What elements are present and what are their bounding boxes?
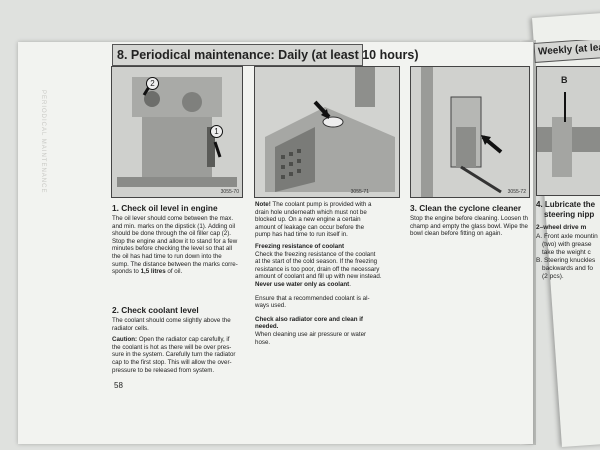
text-run: of oil. — [165, 268, 183, 276]
note-text: Note! The coolant pump is provided with … — [255, 201, 401, 346]
text-line: Check the freezing resistance of the coo… — [255, 250, 376, 258]
text-line: (2 pcs). — [542, 273, 564, 280]
text-line: ways used. — [255, 302, 286, 310]
right-page-header: Weekly (at least — [534, 40, 600, 63]
text-run: The coolant pump is provided with a — [270, 201, 372, 208]
side-tab: PERIODICAL MAINTENANCE — [40, 90, 60, 420]
cyclone-cleaner-illustration — [411, 67, 529, 197]
text-line: amount of coolant and fill up with new i… — [255, 273, 382, 281]
section-title-cyclone: 3. Clean the cyclone cleaner — [410, 203, 522, 213]
steering-illustration — [537, 67, 600, 195]
figure-number: 3055-72 — [507, 189, 526, 195]
right-text: A. Front axle mountin (two) with grease … — [536, 233, 598, 281]
figure-number: 3055-71 — [350, 189, 369, 195]
text-line: blocked up. On a new engine a certain — [255, 216, 361, 224]
right-page-content: Weekly (at least B 4. Lubricate the stee… — [534, 40, 600, 420]
coolant-pump-illustration — [255, 67, 399, 197]
freezing-title: Freezing resistance of coolant — [255, 242, 345, 250]
engine-oil-illustration — [112, 67, 242, 197]
text-line: backwards and fo — [542, 265, 593, 272]
text-line: When cleaning use air pressure or water — [255, 330, 367, 338]
text-line: The coolant should come slightly above t… — [112, 317, 231, 324]
warning-text: Never use water only as coolant — [255, 280, 350, 288]
text-line: pressure to be released from system. — [112, 366, 215, 374]
right-subtitle: 2–wheel drive m — [536, 224, 587, 231]
right-section-title: 4. Lubricate the steering nipp — [536, 200, 595, 220]
oil-text: The oil lever should come between the ma… — [112, 215, 252, 276]
text-line: amount of leakage can occur before the — [255, 223, 365, 231]
text-line: take the weight c — [542, 249, 591, 256]
note-label: Note! — [255, 201, 271, 208]
oil-volume: 1,5 litres — [140, 268, 166, 276]
text-line: Ensure that a recommended coolant is al- — [255, 294, 370, 302]
section-title-oil: 1. Check oil level in engine — [112, 203, 218, 213]
figure-coolant-pump: 3055-71 — [254, 66, 400, 198]
text-line: The oil lever should come between the ma… — [112, 215, 234, 222]
text-line: Stop the engine and allow it to stand fo… — [112, 237, 238, 245]
callout-1: 1 — [210, 125, 223, 138]
callout-2: 2 — [146, 77, 159, 90]
text-line: drain hole underneath which must not be — [255, 208, 367, 216]
page-header: 8. Periodical maintenance: Daily (at lea… — [112, 44, 419, 66]
text-line: and min. marks on the dipstick (1). Addi… — [112, 222, 236, 230]
text-line: Stop the engine before cleaning. Loosen … — [410, 215, 528, 222]
text-line: cap to the first stop. This will allow t… — [112, 358, 232, 366]
caution-label: Caution: — [112, 336, 138, 344]
text-line: pump has had time to run itself in. — [255, 231, 348, 239]
text-line: the oil has had time to run down into th… — [112, 252, 222, 260]
figure-steering: B — [536, 66, 600, 196]
text-line: radiator cells. — [112, 324, 149, 332]
text-line: resistance is too poor, drain off the ne… — [255, 265, 380, 273]
text-line: sure in the system. Carefully turn the r… — [112, 351, 236, 359]
figure-engine-oil: 2 1 3055-70 — [111, 66, 243, 198]
text-line: Note! The coolant pump is provided with … — [255, 201, 401, 209]
radiator-title: needed. — [255, 323, 279, 331]
text-line: hose. — [255, 338, 271, 346]
text-run: . — [349, 280, 351, 288]
text-line: (two) with grease — [542, 241, 592, 248]
figure-cyclone-cleaner: 3055-72 — [410, 66, 530, 198]
text-run: sponds to — [112, 268, 141, 276]
callout-b: B — [561, 75, 568, 85]
title-line: steering nipp — [544, 210, 595, 219]
title-line: 4. Lubricate the — [536, 200, 596, 209]
page-number: 58 — [114, 381, 123, 390]
text-line: A. Front axle mountin — [536, 233, 598, 240]
text-line: Never use water only as coolant. — [255, 281, 401, 289]
text-line: champ and empty the glass bowl. Wipe the — [410, 222, 528, 230]
section-title-coolant: 2. Check coolant level — [112, 305, 199, 315]
radiator-title: Check also radiator core and clean if — [255, 315, 363, 323]
side-tab-label: PERIODICAL MAINTENANCE — [40, 90, 46, 194]
text-line: Caution: Open the radiator cap carefully… — [112, 336, 252, 344]
cyclone-text: Stop the engine before cleaning. Loosen … — [410, 215, 528, 238]
coolant-text: The coolant should come slightly above t… — [112, 317, 252, 374]
text-line: sump. The distance between the marks cor… — [112, 260, 238, 268]
figure-number: 3055-70 — [220, 189, 239, 195]
text-line: bowl clean before fitting on again. — [410, 230, 503, 238]
text-line: minutes before checking the level so tha… — [112, 245, 233, 253]
text-line: B. Steering knuckles — [536, 257, 596, 264]
text-line: should be done through the oil filler ca… — [112, 230, 232, 238]
text-run: Open the radiator cap carefully, if — [137, 336, 230, 344]
text-line: at the start of the cold season. If the … — [255, 258, 378, 266]
text-line: sponds to 1,5 litres of oil. — [112, 268, 252, 276]
text-line: the coolant is hot as there will be over… — [112, 343, 232, 351]
